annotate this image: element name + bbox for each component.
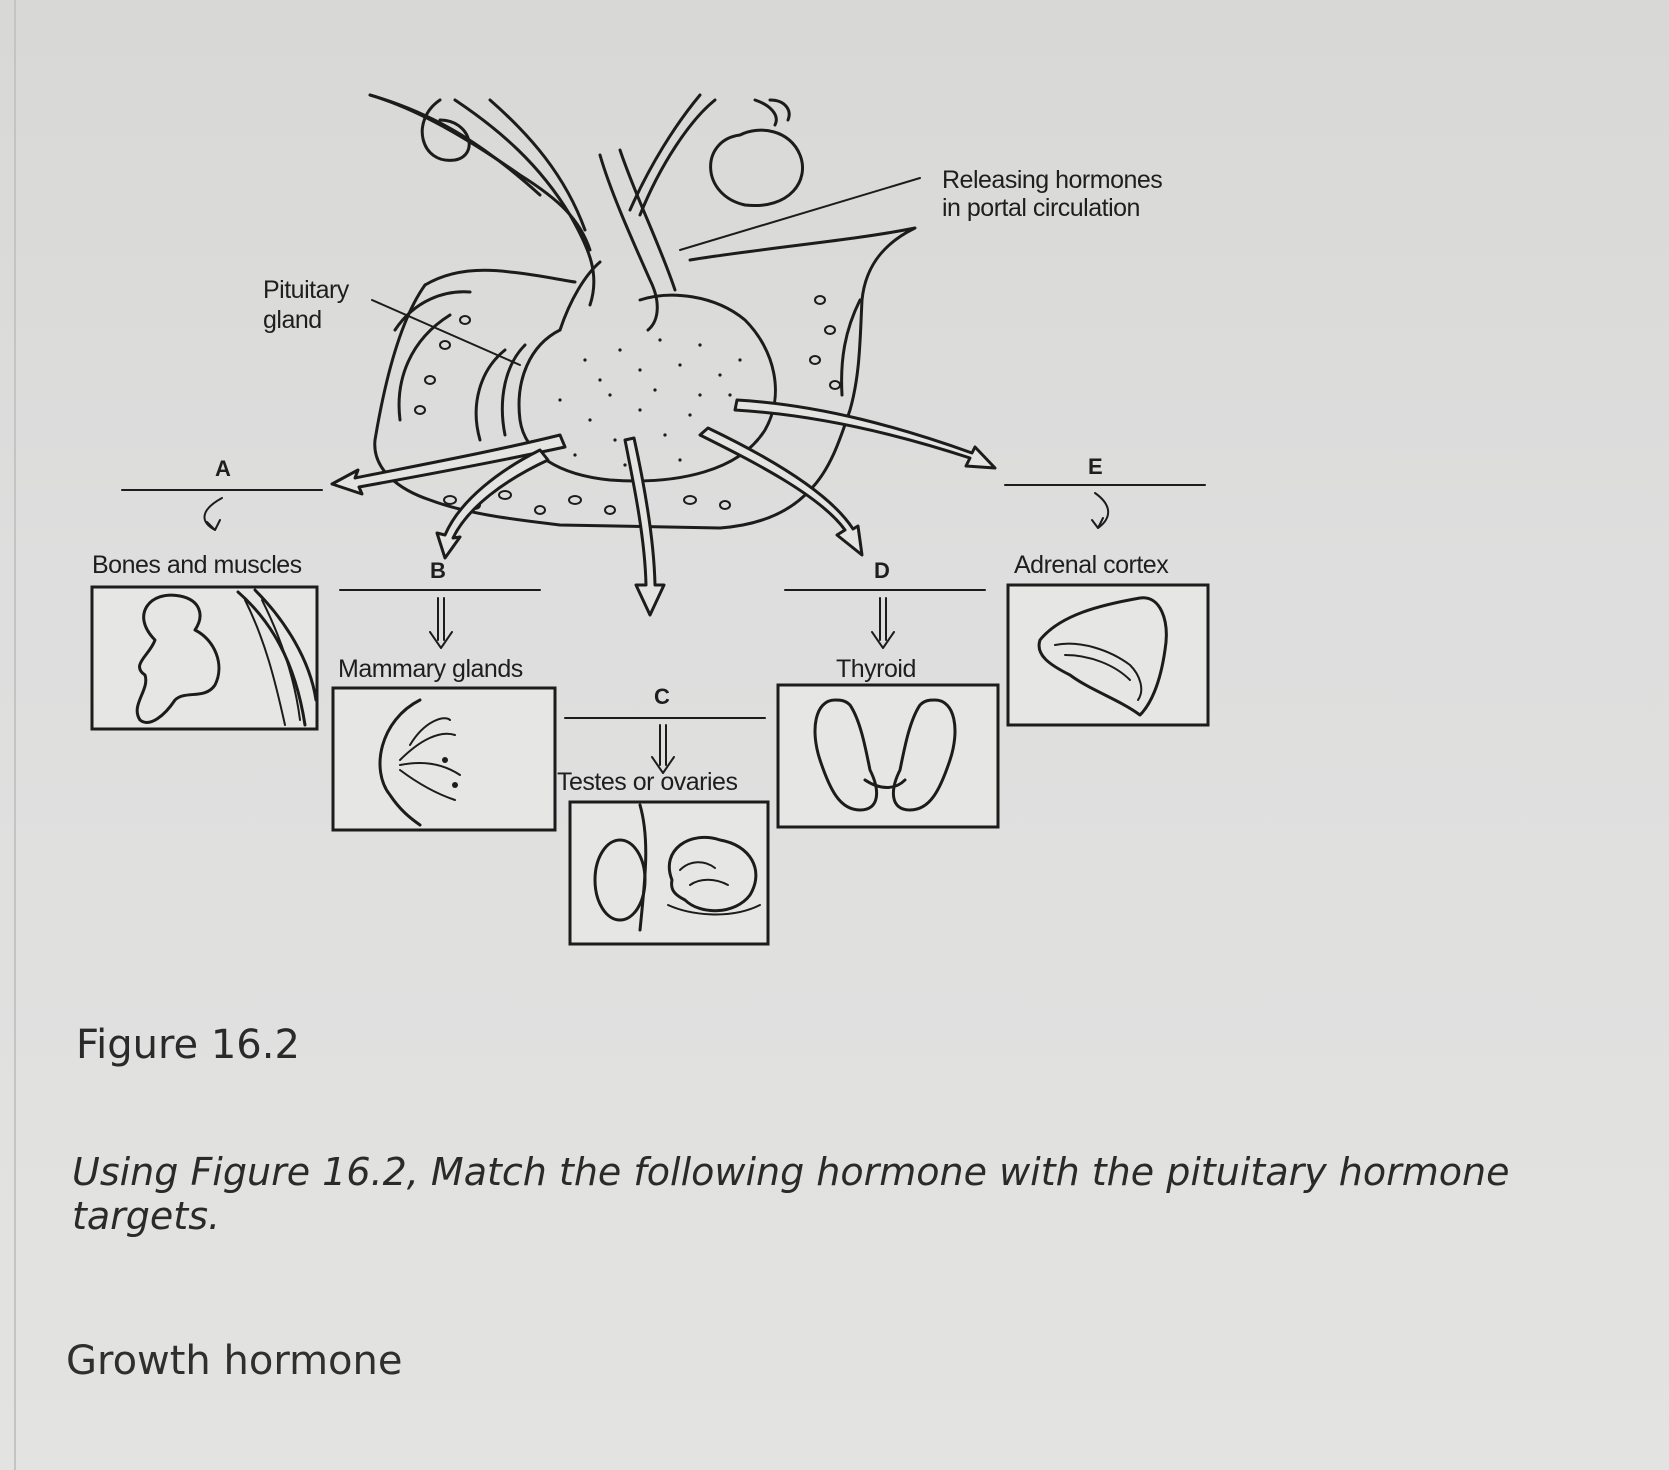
label-letter-c: C (654, 684, 670, 709)
label-lines (121, 299, 1206, 719)
arrow-c (623, 436, 666, 617)
label-letter-b: B (430, 558, 446, 583)
arrow-e (733, 398, 997, 470)
figure-caption: Figure 16.2 (76, 1022, 300, 1068)
target-bones-box (90, 585, 319, 731)
arrow-a (330, 433, 567, 496)
label-letter-d: D (874, 558, 890, 583)
answer-item-growth-hormone: Growth hormone (66, 1338, 403, 1384)
label-letter-a: A (215, 456, 231, 481)
target-mammary-box (331, 686, 557, 832)
label-releasing-1: Releasing hormones (942, 166, 1162, 194)
connector-arrows (203, 492, 1110, 774)
arrow-d (698, 426, 864, 557)
target-testes-box (568, 800, 770, 946)
page-edge (14, 0, 16, 1470)
question-text: Using Figure 16.2, Match the following h… (72, 1150, 1510, 1238)
target-thyroid-box (776, 683, 1000, 829)
label-pituitary-1: Pituitary (263, 276, 350, 304)
label-thyroid: Thyroid (836, 655, 916, 683)
label-releasing-2: in portal circulation (942, 194, 1140, 222)
label-bones-muscles: Bones and muscles (92, 551, 302, 579)
label-testes-ovaries: Testes or ovaries (557, 768, 737, 796)
label-mammary-glands: Mammary glands (338, 655, 523, 683)
label-letter-e: E (1088, 454, 1103, 479)
label-adrenal-cortex: Adrenal cortex (1014, 551, 1169, 579)
hormone-arrows (330, 398, 997, 617)
diagram-labels: Pituitary gland Releasing hormones in po… (92, 166, 1170, 796)
target-adrenal-box (1006, 583, 1210, 727)
pituitary-gland-drawing (368, 93, 921, 530)
label-pituitary-2: gland (263, 306, 322, 334)
arrow-b (435, 448, 550, 560)
